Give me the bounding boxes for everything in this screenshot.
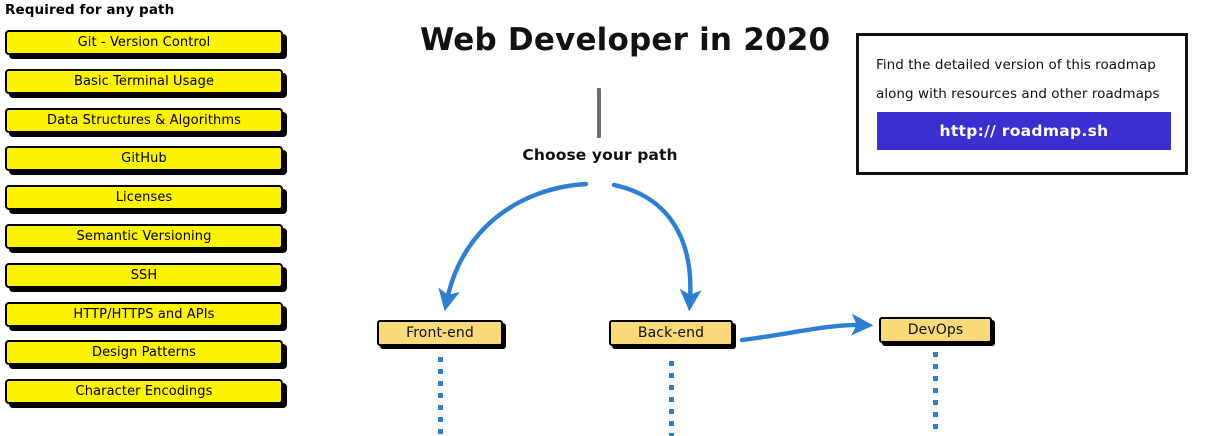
required-topic-item[interactable]: Basic Terminal Usage: [5, 68, 283, 94]
roadmap-url-button[interactable]: http:// roadmap.sh: [877, 112, 1171, 150]
required-topic-label: SSH: [130, 267, 158, 283]
required-topic-label: HTTP/HTTPS and APIs: [73, 306, 215, 322]
dotted-trail-front-end: [438, 357, 443, 436]
required-topic-label: Design Patterns: [91, 345, 197, 361]
roadmap-callout-box: Find the detailed version of this roadma…: [856, 33, 1188, 175]
path-box-front-end[interactable]: Front-end: [377, 320, 503, 346]
path-box-devops[interactable]: DevOps: [879, 317, 992, 343]
required-topic-item[interactable]: Licenses: [5, 185, 283, 211]
required-topic-label: Data Structures & Algorithms: [46, 112, 242, 128]
arrow-backend-to-devops: [739, 313, 874, 343]
required-topic-item[interactable]: SSH: [5, 262, 283, 288]
path-box-label: DevOps: [907, 322, 964, 338]
page-title: Web Developer in 2020: [420, 22, 831, 58]
required-topic-label: Git - Version Control: [77, 35, 211, 50]
dotted-trail-devops: [933, 352, 938, 436]
path-box-label: Front-end: [406, 325, 474, 341]
arrow-to-backend: [611, 182, 702, 312]
required-topic-label: Semantic Versioning: [76, 228, 212, 244]
required-topic-item[interactable]: Semantic Versioning: [5, 223, 283, 249]
required-topic-list: Git - Version Control Basic Terminal Usa…: [0, 30, 300, 418]
required-topic-item[interactable]: HTTP/HTTPS and APIs: [5, 301, 283, 327]
required-topic-item[interactable]: Git - Version Control: [5, 30, 283, 55]
required-topic-label: Licenses: [115, 190, 173, 206]
roadmap-url-label: http:// roadmap.sh: [939, 122, 1109, 140]
required-topic-item[interactable]: Design Patterns: [5, 340, 283, 366]
required-topic-label: Character Encodings: [75, 384, 213, 400]
required-topic-label: Basic Terminal Usage: [73, 73, 215, 89]
required-topic-item[interactable]: GitHub: [5, 146, 283, 172]
callout-text-line-2: along with resources and other roadmaps: [876, 86, 1160, 102]
title-stem-line: [597, 88, 601, 138]
required-heading: Required for any path: [5, 2, 175, 18]
path-box-back-end[interactable]: Back-end: [609, 320, 733, 346]
path-box-label: Back-end: [637, 325, 705, 341]
choose-path-label: Choose your path: [522, 146, 678, 164]
required-topic-item[interactable]: Character Encodings: [5, 379, 283, 405]
required-topic-label: GitHub: [121, 151, 167, 167]
dotted-trail-back-end: [669, 361, 674, 436]
required-topic-item[interactable]: Data Structures & Algorithms: [5, 107, 283, 133]
arrow-to-frontend: [438, 181, 589, 312]
callout-text-line-1: Find the detailed version of this roadma…: [876, 57, 1156, 73]
